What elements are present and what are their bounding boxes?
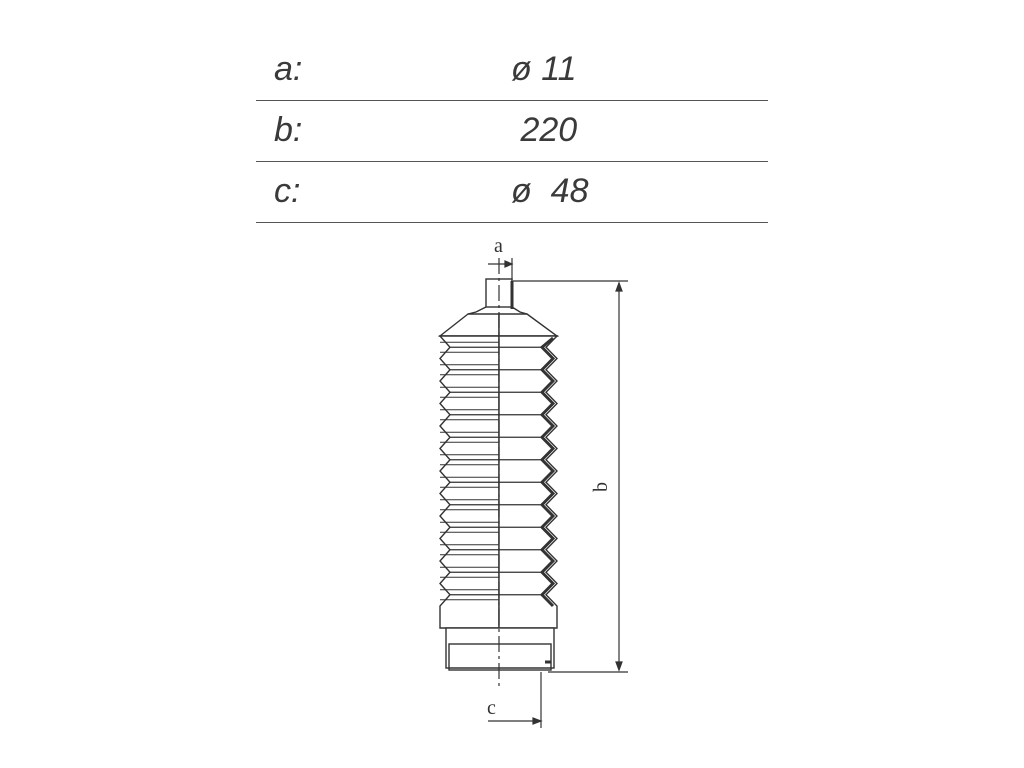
dimension-a-marker bbox=[488, 258, 514, 282]
dimension-b-label: b bbox=[590, 482, 612, 492]
boot-left-half bbox=[437, 313, 500, 629]
spec-label-a: a: bbox=[274, 50, 303, 88]
spec-row-a: a: ø 11 bbox=[256, 40, 768, 101]
boot-cone-right bbox=[498, 313, 560, 337]
boot-wall-section bbox=[539, 336, 556, 608]
spec-row-c: c: ø 48 bbox=[256, 162, 768, 223]
dimension-c-label: c bbox=[487, 697, 496, 719]
boot-neck bbox=[467, 278, 528, 315]
dimension-b-marker bbox=[513, 280, 628, 673]
boot-bottom-collar bbox=[445, 627, 555, 671]
spec-value-b: 220 bbox=[511, 111, 578, 149]
dimension-table: a: ø 11 b: 220 c: ø 48 bbox=[256, 40, 768, 223]
spec-row-b: b: 220 bbox=[256, 101, 768, 162]
dimension-a-label: a bbox=[494, 235, 503, 257]
spec-label-c: c: bbox=[274, 172, 301, 210]
spec-value-c: ø 48 bbox=[511, 172, 589, 210]
dimension-c-marker bbox=[488, 672, 543, 728]
spec-label-b: b: bbox=[274, 111, 303, 149]
boot-right-half bbox=[498, 313, 560, 629]
spec-value-a: ø 11 bbox=[511, 50, 577, 88]
boot-cone-left bbox=[437, 313, 500, 337]
